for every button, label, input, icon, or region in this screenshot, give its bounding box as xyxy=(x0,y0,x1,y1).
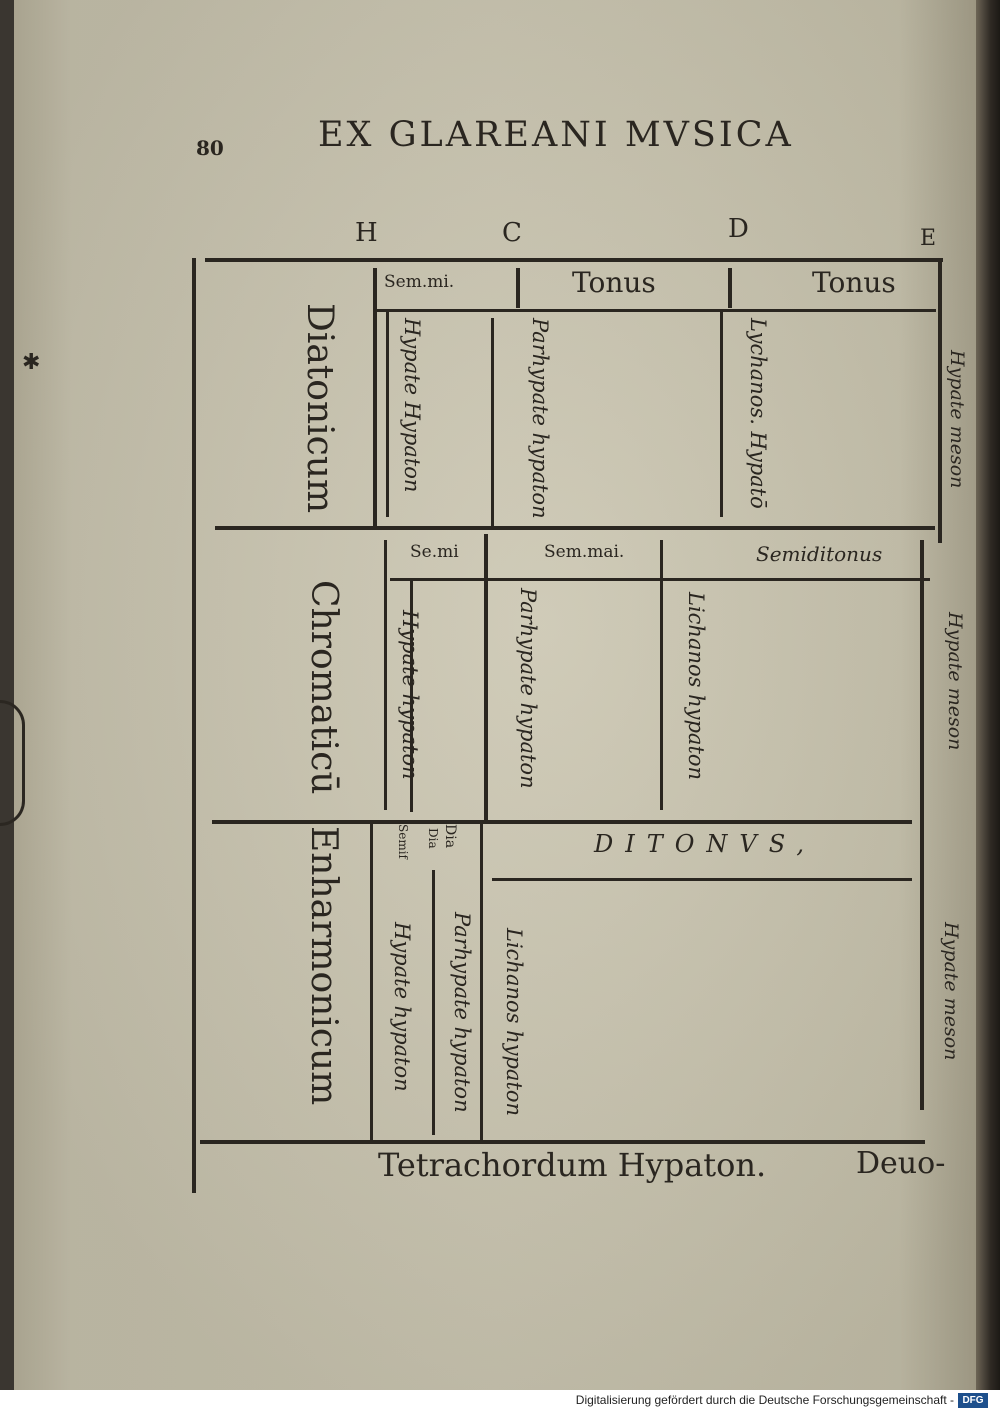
diatonic-note-line-1 xyxy=(386,312,389,517)
genus-label-diatonic: Diatonicum xyxy=(299,303,340,514)
enharmonic-divider-2 xyxy=(480,822,483,1140)
enharmonic-interval-ditonus: DITONVS, xyxy=(594,830,816,858)
frame-right-line xyxy=(920,540,924,1110)
enharmonic-interval-diesis-1: Dia xyxy=(442,824,458,849)
right-label-hypate-meson-3: Hypate meson xyxy=(940,922,962,1061)
page-number: 80 xyxy=(196,136,224,160)
enharmonic-note-lichanos-hypaton: Lichanos hypaton xyxy=(502,928,526,1117)
chromatic-divider-1 xyxy=(484,534,488,824)
column-letter-d: D xyxy=(728,214,749,244)
chromatic-note-parhypate-hypaton: Parhypate hypaton xyxy=(516,588,540,789)
enharmonic-interval-semif: Semif xyxy=(396,824,410,859)
chromatic-note-line-1 xyxy=(410,580,413,812)
chromatic-interval-semiditone: Semiditonus xyxy=(756,542,883,566)
margin-mark: ✱ xyxy=(22,350,41,375)
dfg-logo: DFG xyxy=(958,1393,988,1408)
column-letter-e: E xyxy=(920,226,937,251)
book-spine xyxy=(976,0,1000,1390)
row-separator-diatonic xyxy=(215,526,935,530)
diatonic-note-line-3 xyxy=(720,312,723,517)
footer-credit: Digitalisierung gefördert durch die Deut… xyxy=(575,1393,954,1407)
diatonic-divider-3 xyxy=(728,268,732,308)
frame-left-line xyxy=(192,258,196,1193)
diatonic-interval-tone-2: Tonus xyxy=(812,266,896,299)
diatonic-note-lychanos-hypaton: Lychanos. Hypatō xyxy=(746,318,770,509)
paper-page xyxy=(14,0,976,1390)
diatonic-note-hypate-hypaton: Hypate Hypaton xyxy=(400,318,424,493)
column-letter-c: C xyxy=(502,218,522,248)
chromatic-note-hypate-hypaton: Hypate hypaton xyxy=(398,610,422,780)
frame-top-line xyxy=(205,258,943,262)
frame-bottom-line xyxy=(200,1140,925,1144)
diagram-caption: Tetrachordum Hypaton. xyxy=(378,1146,767,1184)
enharmonic-note-parhypate-hypaton: Parhypate hypaton xyxy=(450,912,474,1113)
enharmonic-interval-line xyxy=(492,878,912,881)
diatonic-interval-semitone: Sem.mi. xyxy=(384,272,455,292)
chromatic-interval-semitone-major: Sem.mai. xyxy=(544,542,625,562)
genus-label-enharmonic: Enharmonicum xyxy=(303,826,344,1106)
right-label-hypate-meson-1: Hypate meson xyxy=(946,350,968,489)
enharmonic-interval-diesis-2: Dia xyxy=(426,828,440,849)
diatonic-interval-line xyxy=(376,309,936,312)
diatonic-note-parhypate-hypaton: Parhypate hypaton xyxy=(528,318,552,519)
chromatic-note-line-2 xyxy=(660,540,663,810)
running-head: EX GLAREANI MVSICA xyxy=(318,115,794,155)
chromatic-interval-semitone: Se.mi xyxy=(410,542,459,562)
chromatic-note-lichanos-hypaton: Lichanos hypaton xyxy=(684,592,708,781)
enharmonic-note-hypate-hypaton: Hypate hypaton xyxy=(390,922,414,1092)
right-label-hypate-meson-2: Hypate meson xyxy=(944,612,966,751)
genus-label-chromatic: Chromaticū xyxy=(303,580,344,795)
enharmonic-divider-3 xyxy=(432,870,435,1135)
page-clip xyxy=(0,700,25,826)
diatonic-note-line-2 xyxy=(491,318,494,528)
frame-right-upper-line xyxy=(938,258,942,543)
catchword: Deuo- xyxy=(856,1146,946,1181)
column-letter-h: H xyxy=(355,218,378,248)
enharmonic-divider-1 xyxy=(370,822,373,1140)
diatonic-divider-2 xyxy=(516,268,520,308)
paper-shading xyxy=(14,0,976,1390)
diatonic-divider-1 xyxy=(373,268,377,528)
digitization-footer: Digitalisierung gefördert durch die Deut… xyxy=(0,1390,1000,1413)
chromatic-note-line-3 xyxy=(384,540,387,810)
row-separator-chromatic xyxy=(212,820,912,824)
diatonic-interval-tone-1: Tonus xyxy=(572,266,656,299)
